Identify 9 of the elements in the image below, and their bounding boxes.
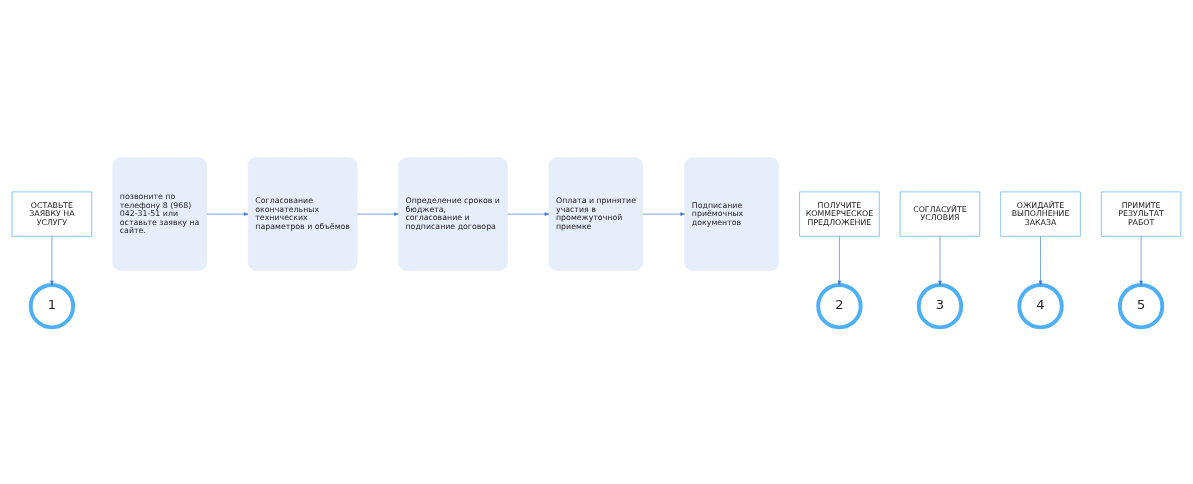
arrow (642, 211, 685, 216)
arrow (356, 211, 399, 216)
arrow (50, 235, 54, 285)
arrow (206, 211, 249, 216)
arrow (507, 211, 550, 216)
arrow (1139, 235, 1143, 285)
arrow (837, 235, 842, 285)
arrow (1038, 235, 1043, 285)
arrow (938, 235, 942, 285)
